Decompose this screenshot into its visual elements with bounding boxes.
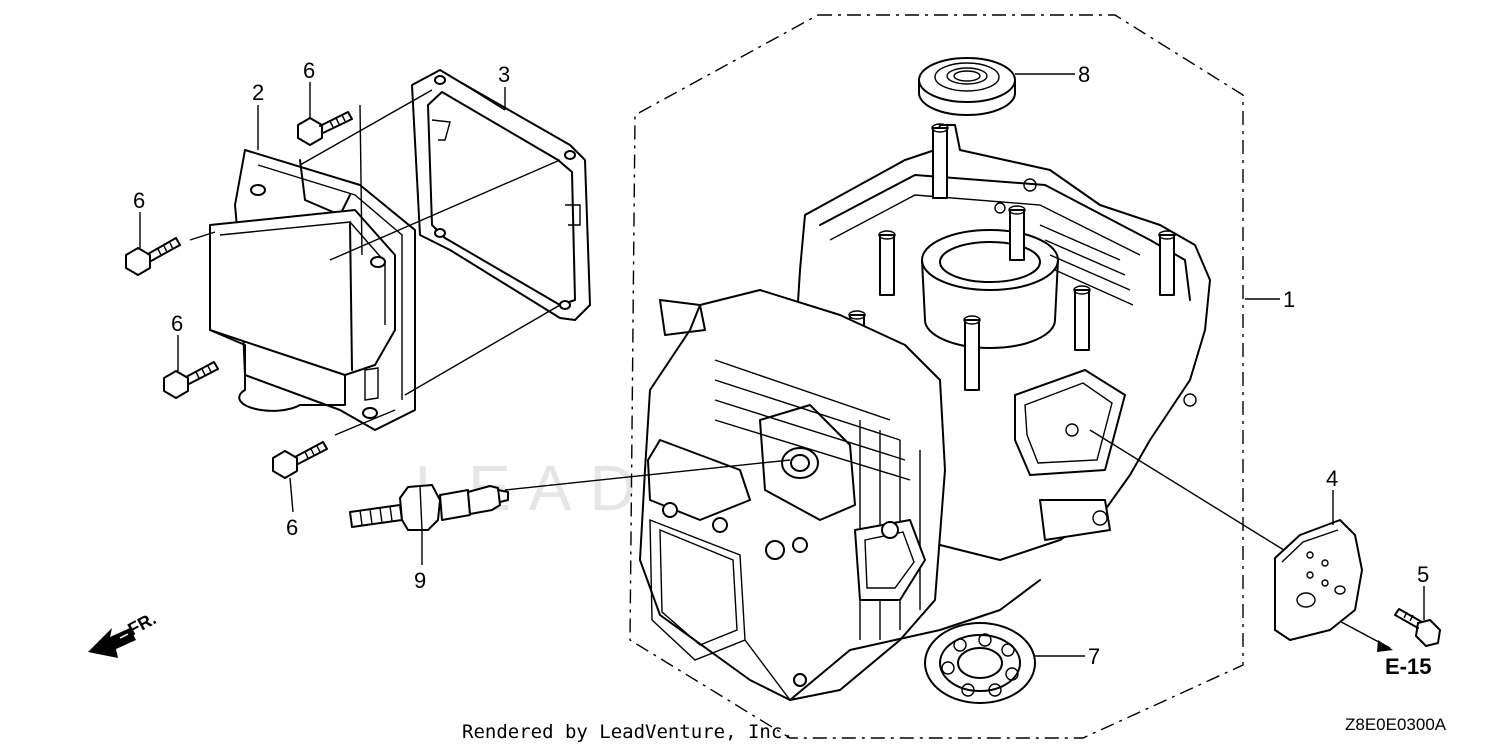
head-cover-gasket-part-3[interactable] (411, 69, 591, 321)
reference-arrow (1377, 640, 1393, 652)
front-arrow-icon (88, 628, 136, 658)
oil-seal-part-8[interactable] (918, 57, 1016, 116)
callout-6-top: 6 (303, 58, 315, 83)
callout-2: 2 (252, 80, 264, 105)
breather-plate-part-4[interactable] (1274, 519, 1363, 641)
callout-5: 5 (1417, 562, 1429, 587)
leader-lines (139, 73, 1425, 657)
front-direction-indicator: FR. (88, 608, 159, 658)
callout-8: 8 (1078, 62, 1090, 87)
bolt-part-6-upper-left[interactable] (125, 237, 181, 276)
spark-plug-part-9[interactable] (349, 484, 509, 531)
cylinder-block-part-1[interactable] (639, 123, 1211, 701)
callout-9: 9 (414, 568, 426, 593)
callout-4: 4 (1326, 466, 1338, 491)
callout-1: 1 (1283, 287, 1295, 312)
ball-bearing-part-7[interactable] (924, 622, 1036, 704)
diagram-code: Z8E0E0300A (1345, 715, 1447, 734)
reference-label[interactable]: E-15 (1385, 654, 1431, 679)
assembly-boundary (629, 14, 1244, 739)
bolt-part-5[interactable] (1394, 608, 1441, 647)
callout-3: 3 (498, 62, 510, 87)
callout-6-lower: 6 (286, 515, 298, 540)
head-cover-part-2[interactable] (209, 149, 416, 431)
bolt-part-6-lower[interactable] (272, 441, 328, 479)
alignment-lines (189, 89, 1391, 649)
bolt-part-6-middle-left[interactable] (163, 361, 219, 399)
bolt-part-6-top[interactable] (297, 111, 353, 146)
footer-credit: Rendered by LeadVenture, Inc. (462, 721, 794, 743)
callout-7: 7 (1088, 644, 1100, 669)
callout-6-upper-left: 6 (133, 188, 145, 213)
callout-6-middle-left: 6 (171, 311, 183, 336)
